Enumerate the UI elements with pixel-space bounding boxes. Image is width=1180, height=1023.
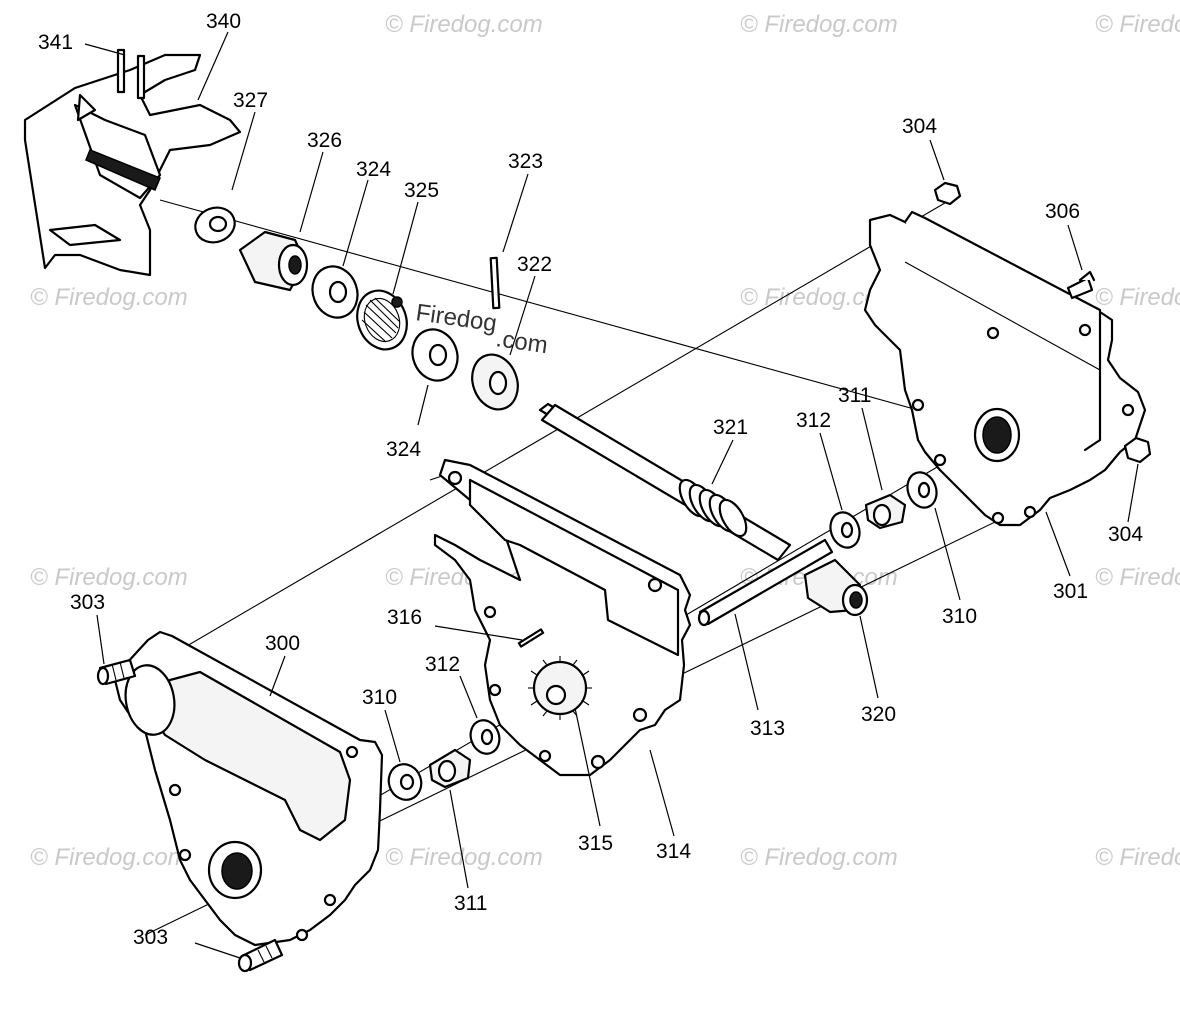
part-301-gear-case-right <box>863 210 1147 527</box>
part-306-fitting <box>1066 270 1096 300</box>
label-324-lower: 324 <box>386 438 421 461</box>
label-321: 321 <box>713 416 748 439</box>
part-304-nut-upper <box>933 181 962 206</box>
leader-lines <box>84 31 1139 959</box>
watermark: © Firedog.com <box>30 284 188 311</box>
part-311-bushing-right <box>864 493 907 530</box>
label-304-upper: 304 <box>902 115 937 138</box>
part-314-gasket <box>433 458 692 777</box>
part-322-collar <box>471 353 519 411</box>
part-315-gear <box>528 656 592 720</box>
label-312-left: 312 <box>425 653 460 676</box>
watermark: © Firedog.com <box>1095 564 1180 591</box>
part-300-gear-case-left <box>113 630 384 947</box>
part-324-washer-upper <box>311 265 359 319</box>
label-327: 327 <box>233 89 268 112</box>
label-306: 306 <box>1045 200 1080 223</box>
label-320: 320 <box>861 703 896 726</box>
watermark: © Firedog.com <box>30 564 188 591</box>
part-340-auger-housing <box>23 53 242 277</box>
part-304-nut-lower <box>1123 436 1152 464</box>
label-311-left: 311 <box>454 892 487 915</box>
label-325: 325 <box>404 179 439 202</box>
part-310-washer-left <box>387 763 423 801</box>
watermark-center: .com <box>494 325 549 359</box>
label-326: 326 <box>307 129 342 152</box>
label-316: 316 <box>387 606 422 629</box>
part-313-shaft <box>697 538 834 627</box>
part-311-bushing-left <box>428 748 472 789</box>
label-324-upper: 324 <box>356 158 391 181</box>
label-303-lower: 303 <box>133 926 168 949</box>
part-310-washer-right <box>906 471 938 509</box>
part-326-bearing <box>238 230 309 292</box>
part-341-pins <box>116 48 146 100</box>
label-314: 314 <box>656 840 691 863</box>
part-324-washer-lower <box>411 328 459 382</box>
watermark: © Firedog.com <box>1095 284 1180 311</box>
part-316-key <box>517 628 545 648</box>
watermark: © Firedog.com <box>30 844 188 871</box>
part-320-bearing <box>803 558 869 617</box>
part-327-washer <box>194 206 236 244</box>
part-325-thrust-bearing <box>356 289 408 351</box>
label-300: 300 <box>265 632 300 655</box>
label-340: 340 <box>206 10 241 33</box>
watermark: © Firedog.com <box>1095 844 1180 871</box>
part-303-bolt-lower <box>237 938 284 973</box>
part-312-washer-left <box>469 719 501 755</box>
label-310-right: 310 <box>942 605 977 628</box>
watermark: © Firedog.com <box>1095 11 1180 38</box>
part-312-washer-right <box>829 511 861 549</box>
label-301: 301 <box>1053 580 1088 603</box>
label-310-left: 310 <box>362 686 397 709</box>
label-341: 341 <box>38 31 73 54</box>
label-303-upper: 303 <box>70 591 105 614</box>
part-323-pin <box>489 256 501 310</box>
label-311-right: 311 <box>838 384 871 407</box>
watermark: © Firedog.com <box>385 11 543 38</box>
part-321-worm-shaft <box>538 402 792 562</box>
part-labels: 341 340 327 326 324 325 323 322 324 304 … <box>38 10 1143 949</box>
label-315: 315 <box>578 832 613 855</box>
label-322: 322 <box>517 253 552 276</box>
label-304-lower: 304 <box>1108 523 1143 546</box>
part-303-bolt-upper <box>96 658 137 686</box>
watermark: © Firedog.com <box>740 844 898 871</box>
label-313: 313 <box>750 717 785 740</box>
label-323: 323 <box>508 150 543 173</box>
watermark: © Firedog.com <box>740 11 898 38</box>
label-312-right: 312 <box>796 409 831 432</box>
